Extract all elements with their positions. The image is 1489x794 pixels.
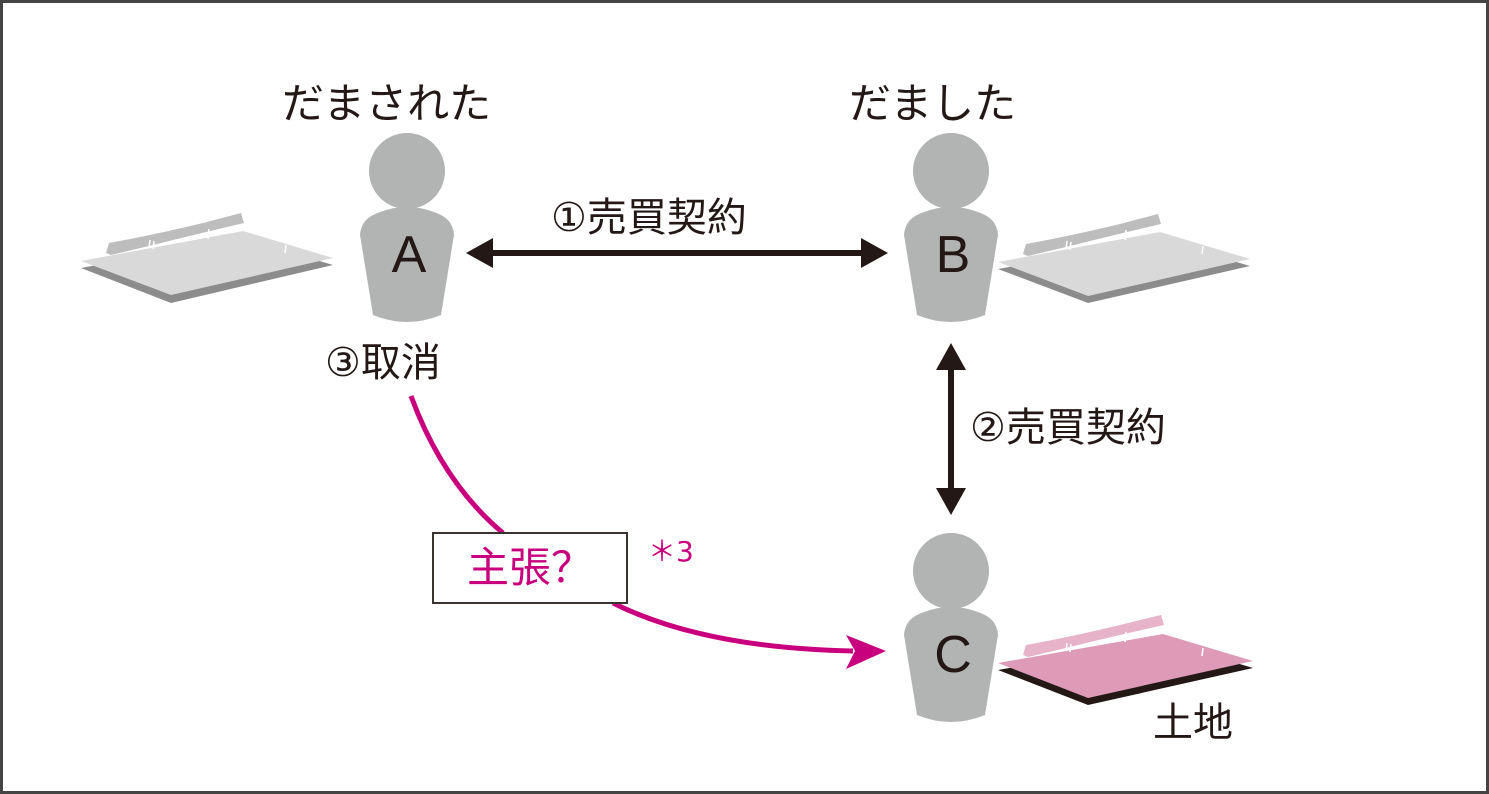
person-c-icon <box>904 533 998 722</box>
diagram-graphics <box>81 133 1253 722</box>
person-a-letter: A <box>391 226 427 284</box>
land-label: 土地 <box>1153 700 1233 746</box>
cancellation-label: ③取消 <box>325 340 441 386</box>
claim-label: 主張？ <box>466 543 593 592</box>
role-label-a: だまされた <box>282 79 492 128</box>
role-label-b: だました <box>849 79 1017 128</box>
contract-label-1: ①売買契約 <box>551 195 747 241</box>
land-b-icon <box>998 214 1250 303</box>
land-a-icon <box>81 213 333 303</box>
claim-arrow <box>408 395 886 669</box>
arrow-b-c <box>936 343 966 515</box>
person-c-letter: C <box>934 626 972 684</box>
person-b-letter: B <box>935 226 971 284</box>
contract-label-2: ②売買契約 <box>970 405 1166 451</box>
arrow-a-b <box>466 238 888 268</box>
person-a-icon <box>360 133 454 322</box>
claim-box: 主張？ <box>432 532 628 604</box>
land-c-icon <box>998 615 1253 705</box>
person-b-icon <box>904 133 998 322</box>
footnote-marker: ＊3 <box>648 535 694 568</box>
